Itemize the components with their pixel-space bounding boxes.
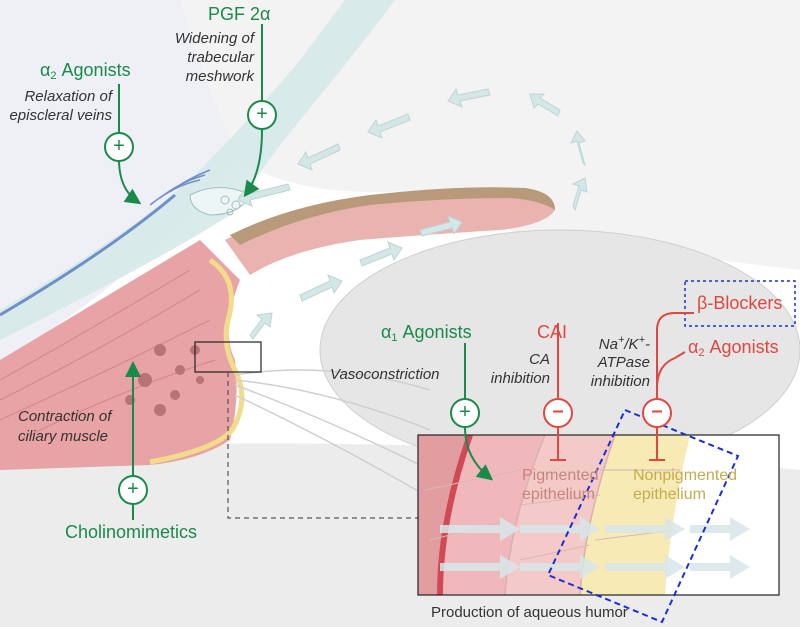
cornea xyxy=(0,0,395,340)
a2-effect-line2: episcleral veins xyxy=(9,107,112,124)
beta-blocker-highlight-box xyxy=(684,280,796,327)
zonular-fibers xyxy=(234,369,431,496)
a1-agonists-label: α1 Agonists xyxy=(381,322,472,344)
atpase-minus-icon xyxy=(642,398,672,428)
a2-effect-line1: Relaxation of xyxy=(24,88,112,105)
plus-sign: + xyxy=(256,103,268,125)
a2-agonists-right-label: α2 Agonists xyxy=(688,337,779,359)
sign-circles xyxy=(104,100,672,505)
ciliary-epithelium-edge xyxy=(149,257,245,465)
vasoconstriction-label: Vasoconstriction xyxy=(330,366,440,383)
cholinomimetics-plus-icon xyxy=(118,475,148,505)
stimulation-connectors xyxy=(118,24,494,520)
ca-inhibition-line1: CA xyxy=(529,351,550,368)
plus-sign: + xyxy=(459,401,471,423)
ca-inhibition-line2: inhibition xyxy=(490,370,550,387)
inhibition-connectors xyxy=(550,312,694,461)
pgf-effect-line1: Widening of xyxy=(174,30,254,47)
cai-label: CAI xyxy=(537,322,568,342)
minus-sign: – xyxy=(651,400,663,422)
production-caption: Production of aqueous humor xyxy=(431,604,628,621)
cholinomimetics-label: Cholinomimetics xyxy=(65,522,198,542)
atpase-label: ATPase xyxy=(597,354,650,371)
a2-agonists-top-label: α2 Agonists xyxy=(40,60,131,82)
pgf-effect-line3: meshwork xyxy=(185,68,254,85)
aqueous-flow-arrows xyxy=(237,87,588,340)
pigmented-line1: Pigmented xyxy=(522,467,599,484)
inset-epithelium-view xyxy=(418,435,779,595)
nonpigmented-line2: epithelium xyxy=(633,486,706,503)
pgf-label: PGF 2α xyxy=(208,4,271,24)
atpase-inhibition-label: inhibition xyxy=(590,373,650,390)
a1-agonists-plus-icon xyxy=(450,398,480,428)
iris-pigment xyxy=(230,187,555,245)
na-k-label: Na+/K+- xyxy=(598,334,650,353)
nonpigmented-line1: Nonpigmented xyxy=(633,467,738,484)
pgf-plus-icon xyxy=(247,100,277,130)
zoom-connector-line xyxy=(227,372,418,519)
minus-sign: – xyxy=(552,400,564,422)
plus-sign: + xyxy=(127,478,139,500)
ciliary-effect-line1: Contraction of xyxy=(18,408,112,425)
pigmented-line2: epithelium xyxy=(522,486,595,503)
ciliary-body xyxy=(0,240,240,470)
sclera-line xyxy=(0,193,176,317)
episcleral-veins xyxy=(149,169,211,206)
plus-sign: + xyxy=(113,135,125,157)
nonpigmented-highlight-box xyxy=(546,408,740,624)
beta-blockers-label: β-Blockers xyxy=(697,293,783,313)
pgf-effect-line2: trabecular xyxy=(187,49,254,66)
ciliary-fibers xyxy=(0,269,216,441)
a2-agonists-plus-icon xyxy=(104,132,134,162)
ciliary-effect-line2: ciliary muscle xyxy=(18,428,109,445)
cai-minus-icon xyxy=(543,398,573,428)
